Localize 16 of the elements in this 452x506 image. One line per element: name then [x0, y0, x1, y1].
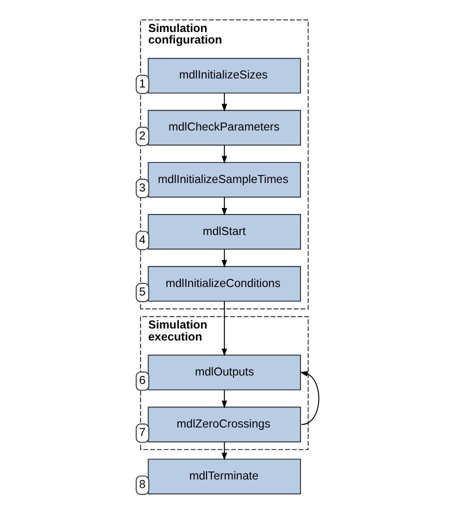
- arrow: [222, 441, 228, 460]
- arrow: [222, 196, 228, 216]
- node-label: 6: [139, 375, 146, 388]
- node-label: 7: [139, 427, 146, 440]
- node-label: 3: [139, 182, 146, 194]
- node-label: 8: [139, 479, 146, 492]
- arrow: [222, 248, 228, 268]
- node-label: 4: [139, 234, 146, 246]
- arrow: [300, 371, 320, 425]
- node-label: 1: [139, 78, 146, 90]
- arrow: [222, 389, 228, 408]
- node-label: 2: [139, 130, 146, 142]
- arrow: [222, 301, 228, 356]
- arrow: [222, 144, 228, 164]
- node-label: 5: [139, 286, 146, 298]
- arrow: [222, 92, 228, 112]
